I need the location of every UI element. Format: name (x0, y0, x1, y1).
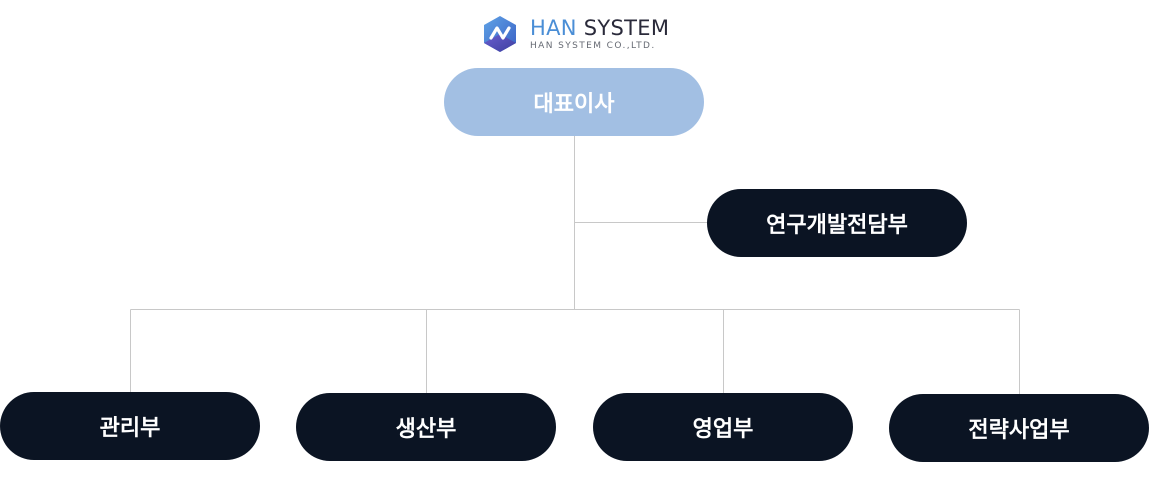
han-system-logo-icon (484, 16, 516, 52)
department-box-strategy: 전략사업부 (889, 394, 1149, 462)
logo-title-rest: SYSTEM (583, 16, 670, 40)
logo-title-accent: HAN (530, 16, 577, 40)
logo-title: HAN SYSTEM (530, 16, 669, 40)
rnd-department-box: 연구개발전담부 (707, 189, 967, 257)
department-box-production: 생산부 (296, 393, 556, 461)
company-logo: HAN SYSTEM HAN SYSTEM CO.,LTD. (480, 12, 669, 56)
department-box-sales: 영업부 (593, 393, 853, 461)
ceo-box: 대표이사 (444, 68, 704, 136)
department-box-management: 관리부 (0, 392, 260, 460)
logo-subtitle: HAN SYSTEM CO.,LTD. (530, 41, 656, 51)
